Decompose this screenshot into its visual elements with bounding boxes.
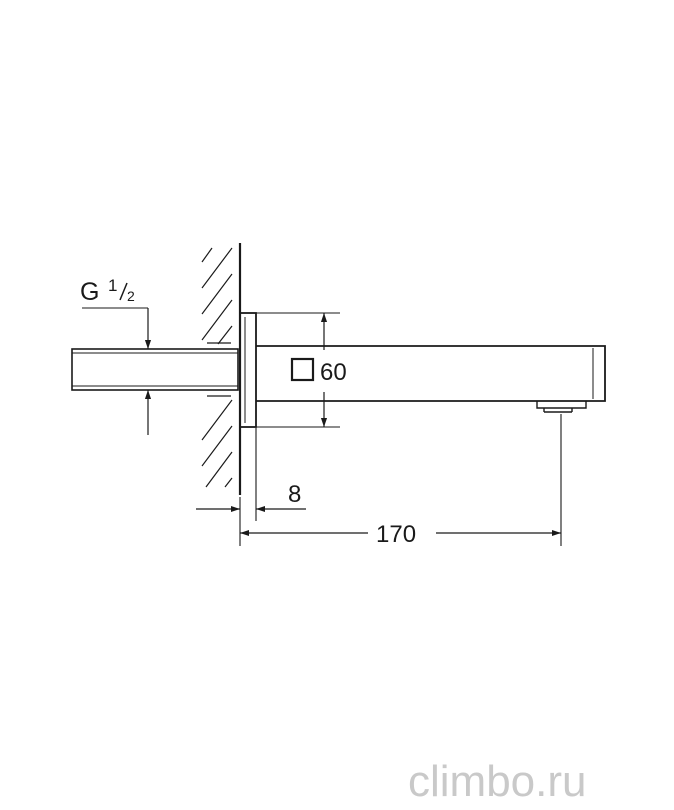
flange-thickness-label: 8 xyxy=(288,481,301,508)
section-size-label: 60 xyxy=(320,359,347,386)
thread-label-slash xyxy=(119,282,128,301)
pipe-stub xyxy=(71,342,239,397)
spout-body xyxy=(256,345,606,402)
watermark: climbo.ru xyxy=(408,757,587,806)
thread-label-main: G xyxy=(80,278,99,306)
extension-lines xyxy=(82,307,562,546)
wall-hatching xyxy=(201,247,233,488)
thread-label-numerator: 1 xyxy=(108,276,117,295)
square-section-icon xyxy=(290,357,315,382)
projection-label: 170 xyxy=(376,521,416,548)
thread-label-denominator: 2 xyxy=(127,288,135,304)
wall-flange xyxy=(239,312,257,428)
aerator-outlet xyxy=(536,401,587,413)
